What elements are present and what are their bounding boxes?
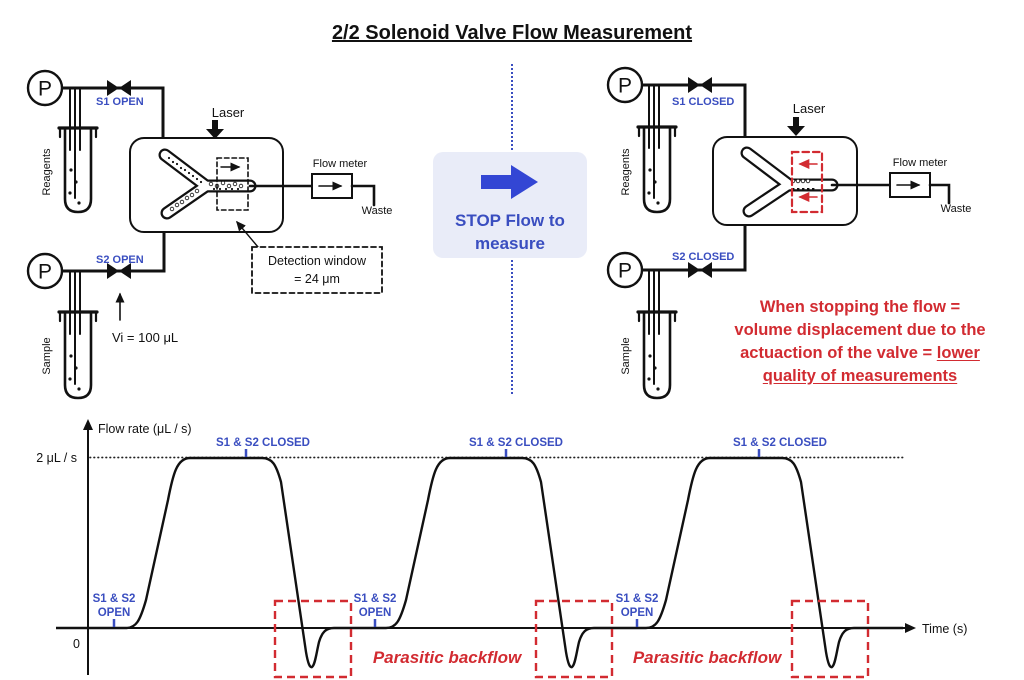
parasitic-backflow-label: Parasitic backflow — [633, 648, 783, 667]
note-line4: quality of measurements — [762, 367, 958, 385]
flow-meter-label: Flow meter — [893, 157, 948, 169]
pressure-circle-icon — [606, 66, 644, 104]
backflow-boxes — [273, 599, 870, 679]
valve-state-label: S1 OPEN — [96, 96, 144, 108]
parasitic-backflow-label: Parasitic backflow — [373, 648, 523, 667]
svg-text:S1 & S2: S1 & S2 — [616, 593, 659, 605]
reservoir-label: Sample — [41, 337, 53, 374]
valve-icon — [107, 80, 131, 96]
y-axis-label: Flow rate (μL / s) — [98, 422, 192, 436]
reagents-tube-icon — [636, 125, 678, 214]
stop-flow-text-line2: measure — [475, 234, 545, 253]
svg-text:OPEN: OPEN — [359, 607, 392, 619]
tubing-line — [640, 83, 747, 159]
callout-arrow-icon — [236, 220, 259, 248]
tubing-line — [60, 86, 165, 160]
pressure-source-sample: P — [606, 251, 644, 289]
detection-window-box — [216, 157, 249, 211]
valve-state-label: S1 CLOSED — [672, 96, 734, 108]
stop-flow-text-line1: STOP Flow to — [455, 211, 565, 230]
pressure-label: P — [618, 75, 632, 98]
pressure-source-reagents: P — [606, 66, 644, 104]
dip-pipes — [69, 270, 81, 385]
right-schematic: P Reagents S1 CLOSED P — [606, 66, 972, 400]
laser-label: Laser — [212, 105, 245, 120]
note-line1: When stopping the flow = — [759, 298, 961, 316]
note-line3: actuaction of the valve = lower — [740, 344, 980, 362]
laser-arrow-icon — [787, 117, 805, 136]
zero-tick-label: 0 — [73, 637, 80, 651]
backflow-box — [273, 599, 353, 679]
valve-icon — [688, 77, 712, 93]
detection-window-label-line1: Detection window — [268, 254, 367, 268]
pressure-label: P — [38, 78, 52, 101]
pressure-circle-icon — [26, 252, 64, 290]
y-max-tick-label: 2 μL / s — [36, 451, 77, 465]
channel-particles — [167, 156, 244, 212]
svg-text:OPEN: OPEN — [98, 607, 131, 619]
flow-rate-graph: Flow rate (μL / s) Time (s) 2 μL / s 0 S… — [36, 419, 967, 679]
quality-warning-note: When stopping the flow = volume displace… — [705, 296, 1015, 388]
open-event-label: S1 & S2 OPEN — [93, 593, 136, 619]
reservoir-label: Reagents — [620, 148, 632, 196]
open-event-label: S1 & S2 OPEN — [354, 593, 397, 619]
note-line2: volume displacement due to the — [734, 321, 986, 339]
y-channel-icon — [740, 146, 839, 218]
pressure-label: P — [38, 261, 52, 284]
svg-text:S1 & S2: S1 & S2 — [354, 593, 397, 605]
x-axis-label: Time (s) — [922, 622, 967, 636]
pressure-source-reagents: P — [26, 69, 64, 107]
liquid-dots — [68, 354, 81, 391]
backflow-box — [790, 599, 870, 679]
sample-tube-icon — [636, 310, 678, 400]
tubing-line — [640, 210, 747, 272]
valve-event-ticks — [112, 449, 761, 627]
waste-label: Waste — [941, 203, 972, 215]
closed-event-label: S1 & S2 CLOSED — [469, 437, 563, 449]
stop-flow-callout: STOP Flow to measure — [433, 152, 587, 258]
x-axis-arrow-icon — [905, 623, 916, 633]
sample-tube-icon — [57, 310, 99, 400]
waste-line — [350, 184, 376, 207]
dip-pipes — [648, 84, 660, 199]
flow-rate-curve — [56, 456, 903, 669]
liquid-dots — [647, 168, 660, 205]
reagents-tube-icon — [57, 126, 99, 214]
valve-icon — [107, 263, 131, 279]
closed-event-label: S1 & S2 CLOSED — [216, 437, 310, 449]
dip-pipes — [648, 269, 660, 385]
reservoir-label: Reagents — [41, 148, 53, 196]
y-axis-arrow-icon — [83, 419, 93, 430]
waste-label: Waste — [362, 205, 393, 217]
svg-text:S1 & S2: S1 & S2 — [93, 593, 136, 605]
pressure-label: P — [618, 260, 632, 283]
closed-event-label: S1 & S2 CLOSED — [733, 437, 827, 449]
svg-text:OPEN: OPEN — [621, 607, 654, 619]
pressure-source-sample: P — [26, 252, 64, 290]
left-schematic: P Reagents S1 OPEN — [26, 69, 393, 400]
backflow-box — [534, 599, 614, 679]
valve-icon — [688, 262, 712, 278]
waste-line — [928, 183, 951, 205]
open-event-label: S1 & S2 OPEN — [616, 593, 659, 619]
detection-window-callout-box — [251, 246, 383, 294]
liquid-dots — [68, 168, 81, 205]
reservoir-label: Sample — [620, 337, 632, 374]
laser-label: Laser — [793, 101, 826, 116]
valve-state-label: S2 OPEN — [96, 254, 144, 266]
flow-meter-label: Flow meter — [313, 158, 368, 170]
injection-volume-label: Vi = 100 μL — [112, 330, 178, 345]
page-title: 2/2 Solenoid Valve Flow Measurement — [331, 22, 693, 44]
liquid-dots — [647, 354, 660, 391]
pressure-circle-icon — [606, 251, 644, 289]
dip-pipes — [69, 87, 81, 199]
detection-window-label-line2: = 24 μm — [294, 272, 340, 286]
backflow-window-box — [790, 150, 824, 214]
valve-state-label: S2 CLOSED — [672, 251, 734, 263]
stop-arrow-icon — [433, 164, 587, 205]
pressure-circle-icon — [26, 69, 64, 107]
laser-arrow-icon — [206, 120, 224, 139]
